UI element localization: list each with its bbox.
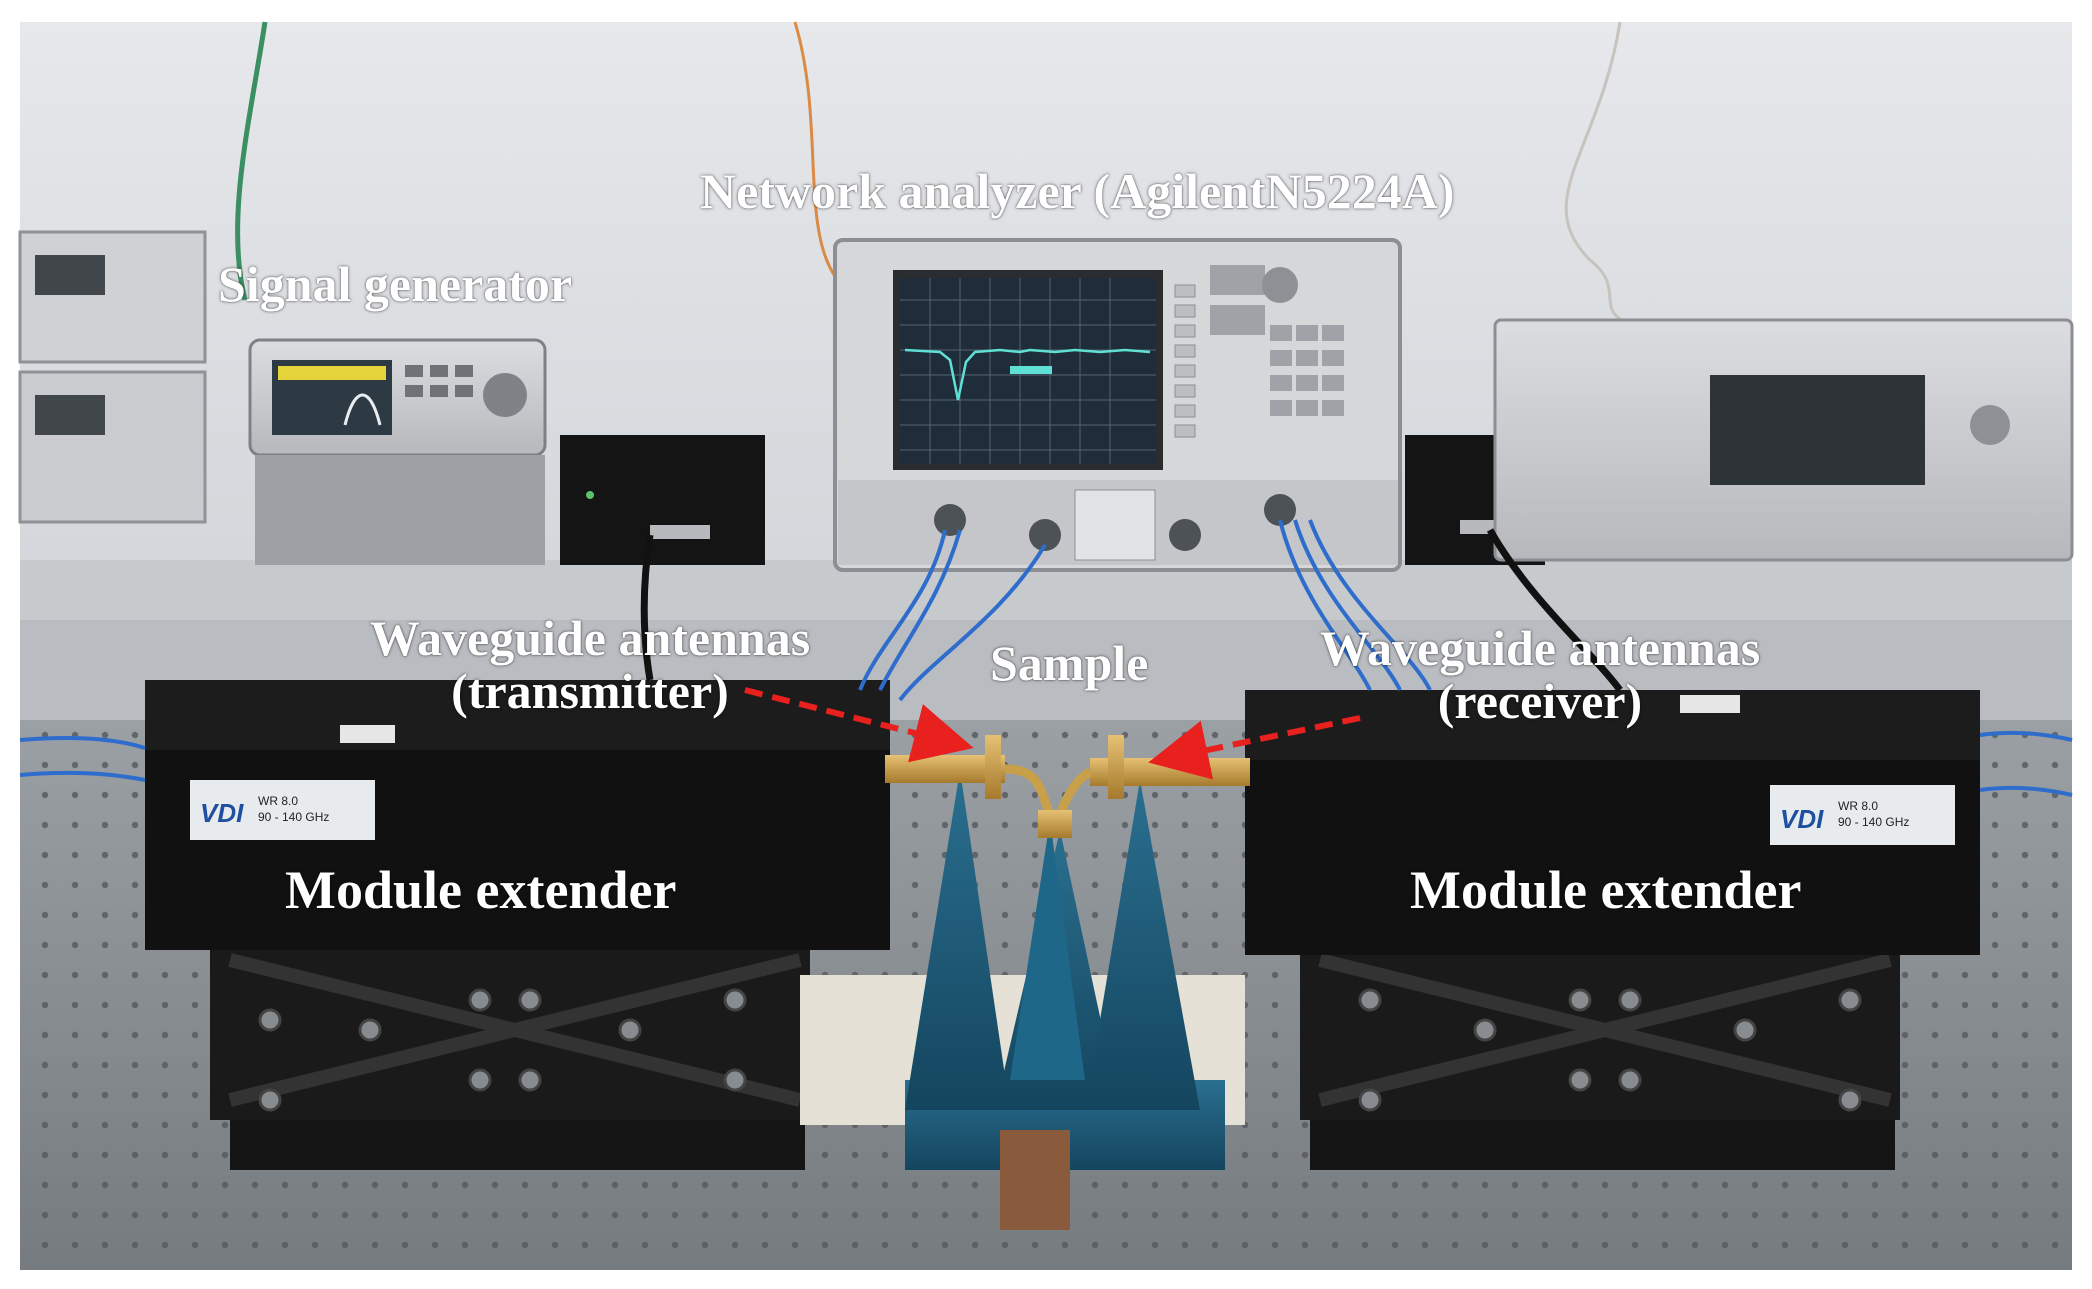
black-cable-left xyxy=(640,534,654,681)
label-tx-antenna: Waveguide antennas (transmitter) xyxy=(310,612,870,717)
right-module-extender xyxy=(1245,690,1980,955)
label-tx-antenna-line2: (transmitter) xyxy=(451,662,729,719)
band-label-left-line1: WR 8.0 xyxy=(258,794,298,808)
black-cable-right xyxy=(1486,528,1623,693)
right-instrument xyxy=(1493,318,2074,562)
label-rx-antenna-line1: Waveguide antennas xyxy=(1319,620,1761,676)
label-network-analyzer: Network analyzer (AgilentN5224A) xyxy=(700,163,1455,219)
sample xyxy=(1038,810,1072,838)
band-label-left-line2: 90 - 140 GHz xyxy=(258,810,329,824)
power-supply-display-2 xyxy=(35,395,105,435)
vdi-logo-right: VDI xyxy=(1780,804,1824,834)
rf-cables xyxy=(19,519,2073,797)
absorber-foam xyxy=(800,770,1245,1230)
frequency-multiplier-left xyxy=(560,435,765,565)
left-module-extender xyxy=(145,680,890,950)
analyzer-knob xyxy=(1262,267,1298,303)
label-signal-generator: Signal generator xyxy=(218,256,573,312)
power-supply-bottom xyxy=(18,370,207,524)
label-module-extender-right: Module extender xyxy=(1410,860,1802,920)
left-stage xyxy=(210,950,810,1170)
cable-green xyxy=(235,21,268,301)
vdi-logo-left: VDI xyxy=(200,798,244,828)
power-supply-top xyxy=(18,230,207,364)
band-label-right: WR 8.0 90 - 140 GHz xyxy=(1838,799,1909,829)
band-label-left: WR 8.0 90 - 140 GHz xyxy=(258,794,329,824)
label-rx-antenna: Waveguide antennas (receiver) xyxy=(1260,622,1820,727)
label-module-extender-left: Module extender xyxy=(285,860,677,920)
arrow-transmitter xyxy=(744,687,974,763)
label-rx-antenna-line2: (receiver) xyxy=(1437,672,1643,729)
right-stage xyxy=(1300,950,1900,1170)
arrow-receiver xyxy=(1148,715,1361,780)
label-sample: Sample xyxy=(990,635,1149,691)
network-analyzer xyxy=(833,238,1402,572)
band-label-right-line2: 90 - 140 GHz xyxy=(1838,815,1909,829)
analyzer-trace xyxy=(904,348,1151,401)
signal-generator xyxy=(248,338,547,565)
power-supply-display xyxy=(35,255,105,295)
label-tx-antenna-line1: Waveguide antennas xyxy=(369,610,811,666)
band-label-right-line1: WR 8.0 xyxy=(1838,799,1878,813)
